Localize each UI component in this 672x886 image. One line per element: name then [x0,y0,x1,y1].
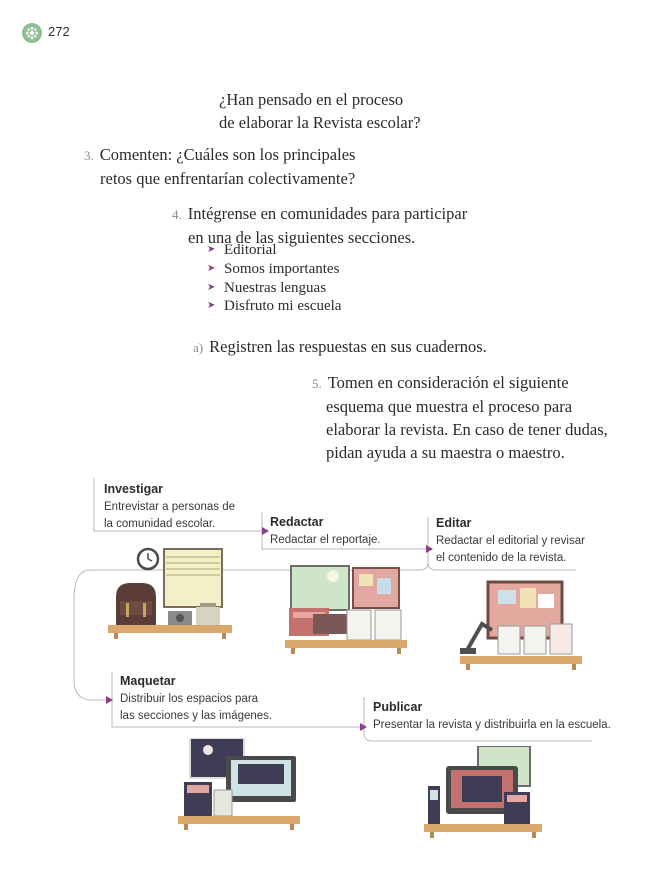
question-4: 4. Intégrense en comunidades para partici… [172,202,467,249]
question-5-line-1: Tomen en consideración el siguiente [327,373,569,392]
step-maquetar-title: Maquetar [120,674,176,688]
question-a-label: a) [193,340,204,355]
question-4-number: 4. [172,207,182,222]
step-publicar-desc-1: Presentar la revista y distribuirla en l… [373,719,611,731]
question-4-line-1: Intégrense en comunidades para participa… [187,204,468,223]
list-item: ➤Editorial [207,242,277,258]
question-3-line-1: Comenten: ¿Cuáles son los principales [99,145,356,164]
intro-question: ¿Han pensado en el proceso de elaborar l… [219,88,421,134]
step-redactar-desc-1: Redactar el reportaje. [270,534,381,546]
question-a: a) Registren las respuestas en sus cuader… [193,335,487,359]
triangle-bullet-icon: ➤ [207,262,216,274]
sections-list: ➤Editorial ➤Somos importantes ➤Nuestras … [207,241,341,316]
step-publicar: Publicar Presentar la revista y distribu… [373,700,611,734]
redactar-illustration [285,565,407,654]
step-redactar: Redactar Redactar el reportaje. [270,515,381,549]
step-publicar-title: Publicar [373,700,423,714]
flower-icon [25,26,39,40]
question-3-line-2: retos que enfrentarían colectivamente? [100,169,356,188]
page-number: 272 [48,24,70,39]
page-badge [22,23,42,43]
step-editar-title: Editar [436,516,472,530]
investigar-illustration [108,547,232,639]
list-item: ➤Somos importantes [207,260,340,277]
step-investigar-desc-2: la comunidad escolar. [104,517,216,530]
list-item: ➤Disfruto mi escuela [207,298,342,315]
question-5-line-4: pidan ayuda a su maestra o maestro. [326,443,565,462]
intro-line-1: ¿Han pensado en el proceso [219,90,404,109]
question-4-line-2: en una de las siguientes secciones. [188,228,416,247]
step-investigar-title: Investigar [104,482,164,496]
question-3-number: 3. [84,148,94,163]
triangle-bullet-icon: ➤ [207,244,216,255]
step-editar: Editar Redactar el editorial y revisar e… [436,516,585,566]
publicar-illustration [424,746,542,838]
editar-illustration [460,580,582,670]
step-maquetar-desc-2: las secciones y las imágenes. [120,709,273,722]
question-5-line-3: elaborar la revista. En caso de tener du… [326,420,608,439]
question-3: 3.Comenten: ¿Cuáles son los principales … [84,143,355,190]
step-investigar-desc-1: Entrevistar a personas de [104,501,236,513]
question-a-text: Registren las respuestas en sus cuaderno… [209,337,487,356]
step-maquetar: Maquetar Distribuir los espacios para la… [120,674,272,724]
triangle-bullet-icon: ➤ [207,281,216,293]
step-investigar: Investigar Entrevistar a personas de la … [104,482,235,532]
question-5-number: 5. [312,376,322,391]
maquetar-illustration [178,738,300,830]
step-redactar-title: Redactar [270,515,324,529]
question-5-line-2: esquema que muestra el proceso para [326,397,573,416]
list-item: ➤Nuestras lenguas [207,279,327,296]
step-editar-desc-2: el contenido de la revista. [436,551,567,564]
step-editar-desc-1: Redactar el editorial y revisar [436,535,585,547]
triangle-bullet-icon: ➤ [207,300,216,312]
intro-line-2: de elaborar la Revista escolar? [219,113,421,132]
question-5: 5. Tomen en consideración el siguiente es… [312,371,608,464]
step-maquetar-desc-1: Distribuir los espacios para [120,693,259,705]
